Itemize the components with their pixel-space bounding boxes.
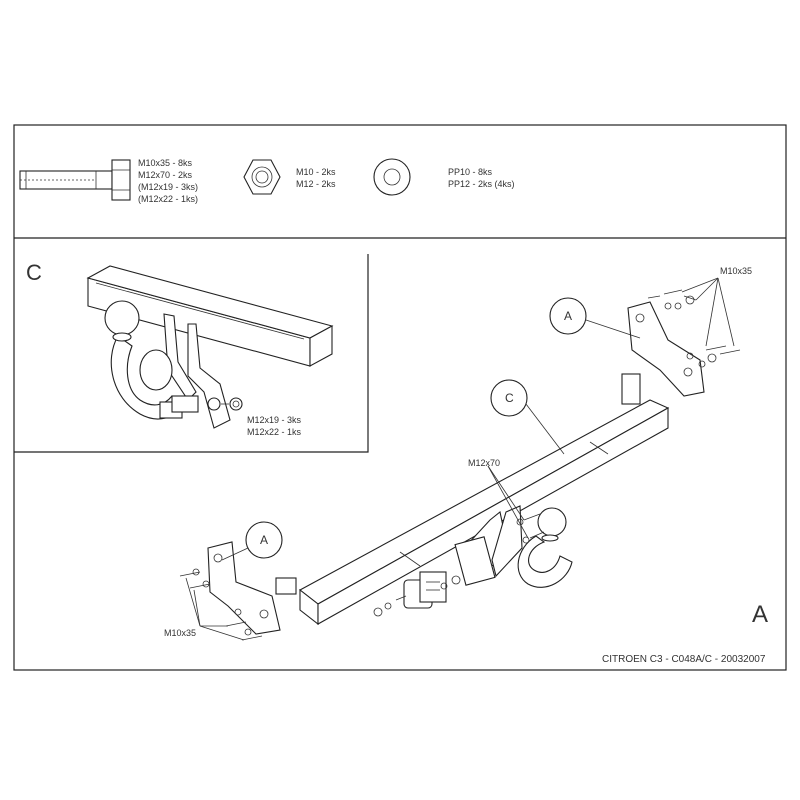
callout-a-bottom [221, 521, 283, 561]
m10-bottom-label: M10x35 [164, 628, 196, 638]
detail-letter: C [26, 260, 42, 285]
washer-spec-2: PP12 - 2ks (4ks) [448, 179, 515, 189]
callout-a-top-label: A [564, 309, 572, 323]
main-crossbar [275, 373, 670, 626]
right-mount-bracket [627, 289, 741, 397]
detail-c-assembly [86, 265, 334, 429]
m12-label: M12x70 [468, 458, 500, 468]
bolt-icon [19, 159, 131, 201]
nut-icon [243, 159, 281, 195]
detail-bolt-spec-2: M12x22 - 1ks [247, 427, 302, 437]
drawing-frame [13, 124, 787, 671]
washer-spec-1: PP10 - 8ks [448, 167, 493, 177]
view-letter: A [752, 601, 768, 628]
detail-box [14, 254, 369, 453]
footer-label: CITROEN C3 - C048A/C - 20032007 [602, 654, 766, 665]
m10-top-leaders [681, 277, 735, 347]
left-mount-bracket [179, 541, 281, 641]
washer-icon [373, 158, 411, 196]
tow-hitch-assembly [373, 505, 573, 617]
nut-spec-2: M12 - 2ks [296, 179, 336, 189]
bolt-spec-4: (M12x22 - 1ks) [138, 194, 198, 204]
m10-top-label: M10x35 [720, 266, 752, 276]
callout-a-top [549, 297, 641, 339]
callout-a-bottom-label: A [260, 533, 268, 547]
bolt-spec-3: (M12x19 - 3ks) [138, 182, 198, 192]
callout-c [490, 379, 565, 455]
nut-spec-1: M10 - 2ks [296, 167, 336, 177]
bolt-spec-1: M10x35 - 8ks [138, 158, 193, 168]
bolt-spec-2: M12x70 - 2ks [138, 170, 193, 180]
m12-leaders [487, 465, 529, 539]
m10-bottom-leaders [185, 577, 245, 641]
detail-bolt-spec-1: M12x19 - 3ks [247, 415, 302, 425]
callout-c-label: C [505, 391, 514, 405]
